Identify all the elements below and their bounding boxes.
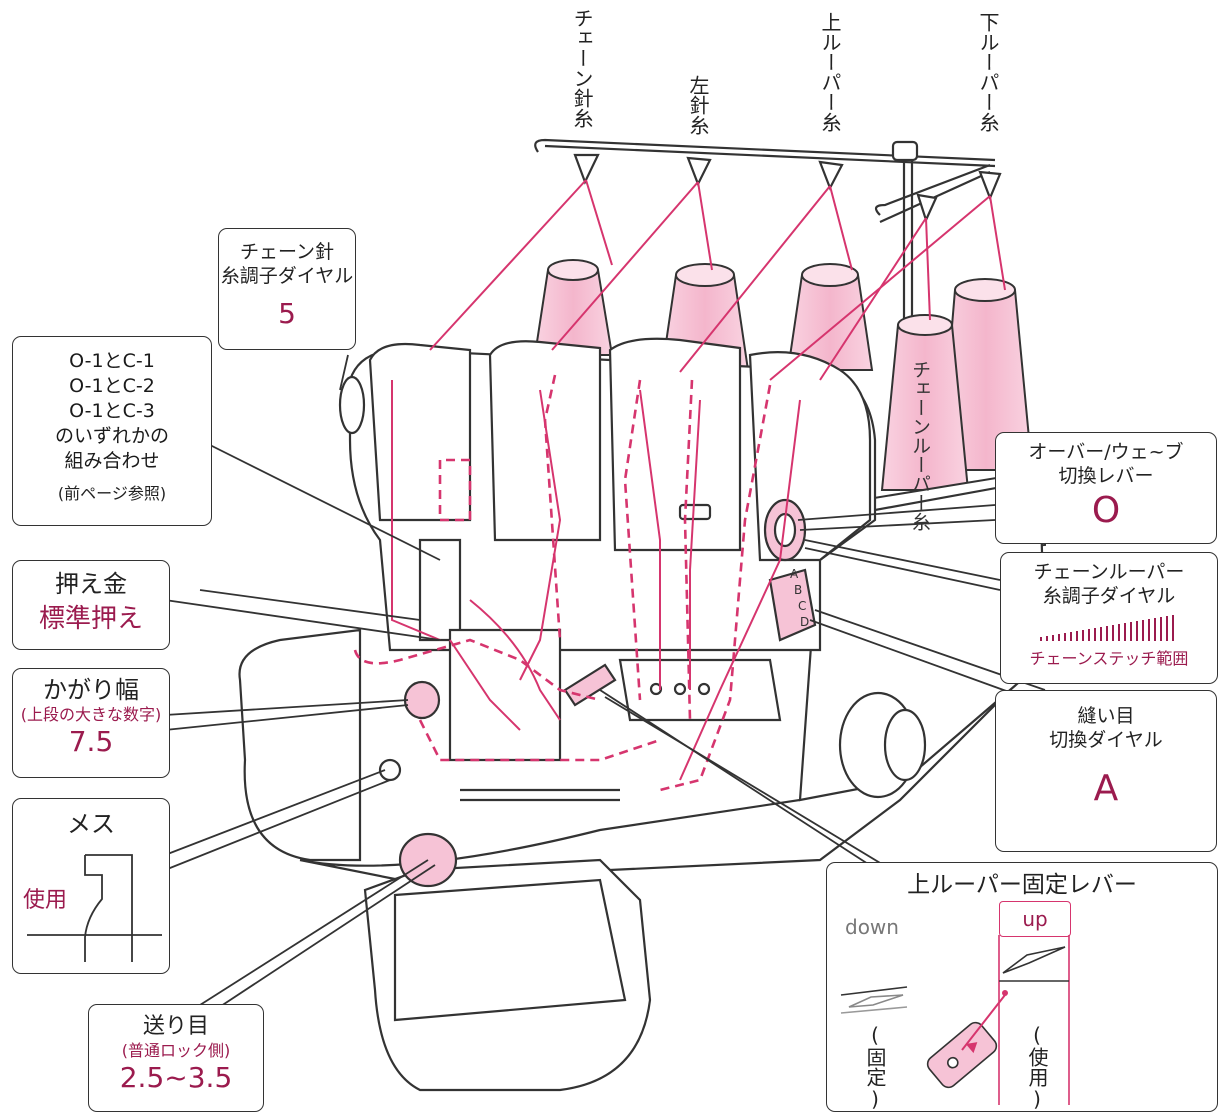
callout-chain-looper-dial: チェーンルーパー 糸調子ダイヤル チェーンステッチ範囲	[1000, 552, 1218, 684]
callout-presser-foot: 押え金 標準押え	[12, 560, 170, 650]
callout-stitch-length: 送り目 (普通ロック側) 2.5~3.5	[88, 1004, 264, 1112]
combination-line-1: O-1とC-1	[69, 350, 155, 372]
chain-looper-note: チェーンステッチ範囲	[1029, 648, 1189, 668]
callout-upper-looper-lever: 上ルーパー固定レバー down up (固定) (使用)	[826, 862, 1218, 1112]
thread-dashed-paths	[353, 374, 772, 792]
callout-combination: O-1とC-1 O-1とC-2 O-1とC-3 のいずれかの 組み合わせ (前ペ…	[12, 336, 212, 526]
lever-up-note: (使用)	[1025, 1023, 1049, 1111]
over-wave-value: O	[1091, 489, 1121, 531]
chain-looper-title-1: チェーンルーパー	[1033, 561, 1185, 583]
combination-note: (前ページ参照)	[57, 484, 167, 504]
label-upper-looper-thread: 上ルーパー糸	[818, 12, 842, 132]
chain-needle-dial-value: 5	[278, 296, 296, 330]
over-wave-title-1: オーバー/ウェ~ブ	[1028, 441, 1184, 463]
machine-body	[238, 337, 1047, 1092]
chain-needle-dial-title-2: 糸調子ダイヤル	[220, 264, 354, 287]
combination-line-5: 組み合わせ	[64, 450, 160, 473]
label-left-needle-thread: 左針糸	[686, 75, 710, 135]
upper-looper-lever-title: 上ルーパー固定レバー	[907, 872, 1137, 898]
callout-over-wave-lever: オーバー/ウェ~ブ 切換レバー O	[995, 432, 1217, 544]
dial-letter-b: B	[794, 583, 803, 597]
callout-stitch-width: かがり幅 (上段の大きな数字) 7.5	[12, 668, 170, 778]
stitch-selector-title-1: 縫い目	[1077, 705, 1135, 727]
lever-up-box: up	[999, 901, 1071, 937]
lever-up-label: up	[1022, 907, 1048, 931]
presser-foot-title: 押え金	[55, 570, 127, 598]
label-chain-looper-spool: チェーンルーパー糸	[909, 360, 931, 531]
stitch-width-title: かがり幅	[43, 676, 139, 704]
knife-title: メス	[67, 810, 115, 838]
lever-diagram	[840, 935, 1070, 1105]
presser-foot-value: 標準押え	[38, 604, 143, 634]
label-lower-looper-thread: 下ルーパー糸	[976, 12, 1000, 132]
stitch-length-note: (普通ロック側)	[121, 1040, 231, 1060]
lever-down-note: (固定)	[863, 1023, 887, 1111]
label-chain-needle-thread: チェーン針糸	[570, 8, 594, 128]
dial-letters: A B C D	[790, 566, 809, 630]
callout-knife: メス 使用	[12, 798, 170, 974]
combination-line-2: O-1とC-2	[69, 375, 155, 398]
over-wave-title-2: 切換レバー	[1058, 464, 1154, 487]
stitch-selector-title-2: 切換ダイヤル	[1049, 728, 1163, 751]
stitch-length-title: 送り目	[142, 1014, 209, 1039]
combination-line-4: のいずれかの	[54, 425, 169, 448]
stitch-width-note: (上段の大きな数字)	[20, 705, 162, 724]
combination-line-3: O-1とC-3	[69, 400, 155, 423]
knife-value: 使用	[23, 888, 68, 913]
thread-paths	[391, 179, 1006, 781]
dial-letter-a: A	[790, 567, 799, 581]
chain-looper-title-2: 糸調子ダイヤル	[1042, 584, 1176, 607]
dial-letter-c: C	[798, 599, 807, 613]
thread-stand	[534, 138, 1002, 360]
stitch-length-value: 2.5~3.5	[119, 1060, 233, 1094]
stitch-selector-value: A	[1093, 767, 1119, 809]
chain-needle-dial-title-1: チェーン針	[239, 241, 335, 263]
stitch-width-value: 7.5	[68, 725, 114, 758]
callout-chain-needle-dial: チェーン針 糸調子ダイヤル 5	[218, 228, 356, 350]
dial-letter-d: D	[800, 615, 810, 629]
lever-down-label: down	[845, 915, 899, 939]
callout-stitch-selector: 縫い目 切換ダイヤル A	[995, 690, 1217, 852]
knife-diagram	[27, 854, 162, 962]
chain-looper-range-scale	[1040, 614, 1174, 641]
